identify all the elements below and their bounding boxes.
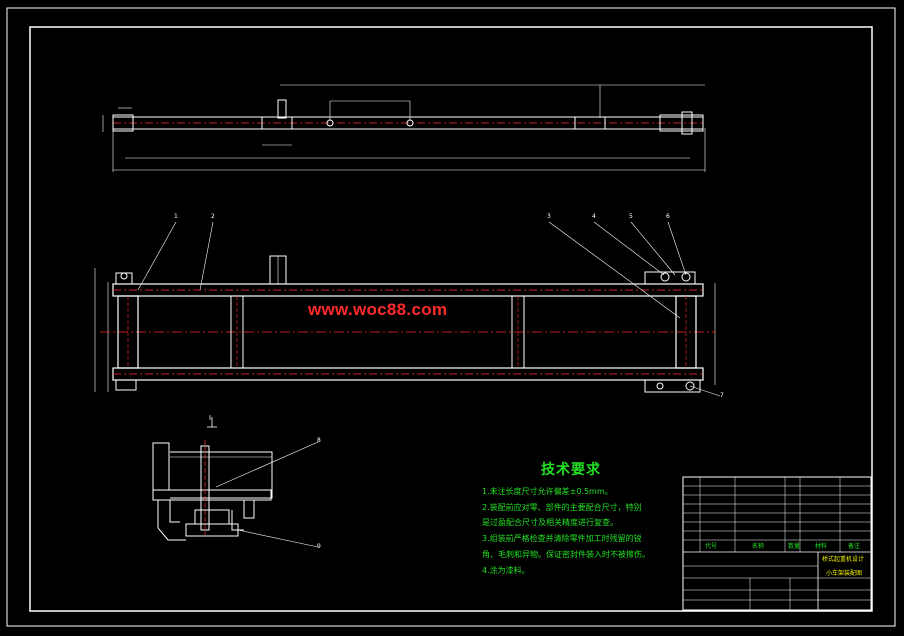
title-block-header-name: 名称 xyxy=(752,543,765,550)
title-block-project: 桥式起重机设计 xyxy=(822,556,865,563)
tech-requirement-line: 4.涂为漆料。 xyxy=(482,566,530,575)
title-block-header-code: 代号 xyxy=(705,543,718,550)
callout-6: 6 xyxy=(666,213,670,220)
title-block-header-remark: 备注 xyxy=(848,543,861,550)
tech-requirement-line: 3.组装前严格检查并清除零件加工时残留的锐 xyxy=(482,534,642,543)
section-label: I xyxy=(209,414,212,422)
callout-3: 3 xyxy=(547,213,551,220)
callout-7: 7 xyxy=(720,392,724,399)
tech-requirement-line: 1.未注长度尺寸允许偏差±0.5mm。 xyxy=(482,487,613,496)
top-view xyxy=(102,84,706,172)
callout-2: 2 xyxy=(211,213,215,220)
inner-border xyxy=(29,26,873,612)
tech-requirement-line: 是过盈配合尺寸及相关精度进行复查。 xyxy=(482,518,618,527)
callout-4: 4 xyxy=(592,213,596,220)
watermark: www.woc88.com xyxy=(308,300,448,319)
callout-9: 9 xyxy=(317,543,321,550)
title-block-header-qty: 数量 xyxy=(788,543,801,550)
title-block xyxy=(682,476,872,611)
callout-1: 1 xyxy=(174,213,178,220)
outer-border xyxy=(6,7,896,627)
title-block-header-material: 材料 xyxy=(815,543,828,550)
tech-requirement-line: 角、毛刺和异物。保证密封件装入时不被擦伤。 xyxy=(482,550,650,559)
title-block-drawing-name: 小车架装配图 xyxy=(826,570,863,577)
section-detail xyxy=(152,417,319,548)
tech-requirement-line: 2.装配前应对零、部件的主要配合尺寸，特别 xyxy=(482,503,642,512)
front-view xyxy=(94,221,721,397)
callout-8: 8 xyxy=(317,437,321,444)
callout-5: 5 xyxy=(629,213,633,220)
tech-requirements-title: 技术要求 xyxy=(541,462,601,478)
